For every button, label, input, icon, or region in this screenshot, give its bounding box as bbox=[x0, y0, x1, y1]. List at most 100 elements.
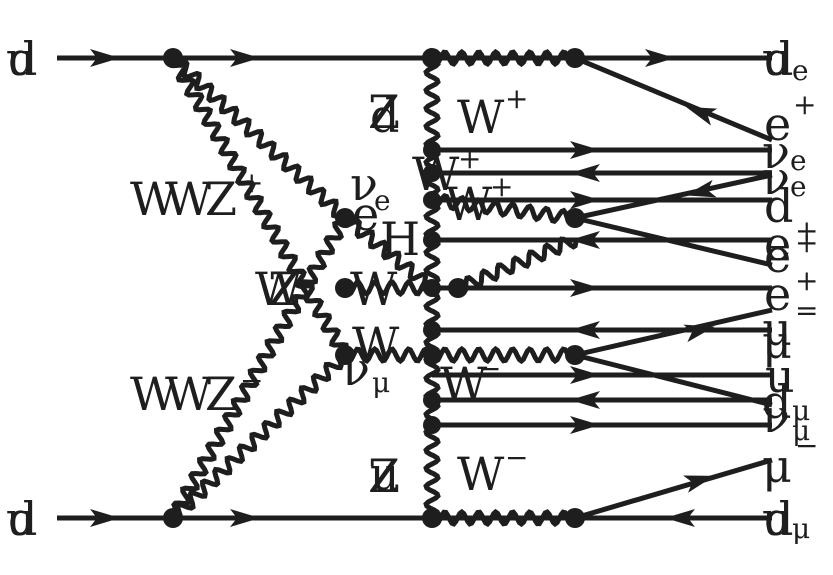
vertex-center bbox=[335, 278, 355, 298]
arrow-right-row-8 bbox=[570, 416, 600, 434]
vertex-top-center bbox=[422, 48, 442, 68]
vertex-nu-mu bbox=[335, 345, 355, 365]
label-w-top-right: W bbox=[457, 90, 505, 144]
label-out-8: e bbox=[764, 267, 791, 321]
label-left-boson-bottom-sup: − bbox=[240, 364, 263, 397]
label-left-boson-top-c: Z bbox=[205, 172, 237, 226]
label-out-5-sup: + bbox=[795, 214, 818, 247]
label-w-3-sup: + bbox=[490, 170, 513, 203]
left-boson-bottom-2 bbox=[172, 349, 345, 523]
label-left-boson-mid-a: W bbox=[255, 262, 303, 316]
labels: u d u d W W Z + W Z W W Z − ν e e W W ν … bbox=[6, 32, 818, 546]
boson-w-top-right bbox=[429, 48, 577, 68]
boson-center-2 bbox=[342, 278, 435, 298]
label-w-bottom-right-sup: − bbox=[505, 441, 528, 474]
label-w-2: W bbox=[412, 147, 460, 201]
label-incoming-top-b: d bbox=[8, 32, 37, 86]
label-out-9: μ bbox=[762, 302, 792, 356]
label-out-14-sup: − bbox=[795, 429, 818, 462]
boson-center-1 bbox=[341, 217, 435, 293]
vertex-top-left bbox=[163, 48, 183, 68]
vertex-vertical-5 bbox=[423, 321, 441, 339]
vertex-vertical-0 bbox=[423, 141, 441, 159]
label-w-4: W bbox=[440, 357, 488, 411]
fermion-decay-low-up bbox=[574, 307, 773, 358]
label-out-13-sub: μ bbox=[792, 414, 810, 447]
label-out-12: d bbox=[762, 375, 791, 429]
vertex-decay-top bbox=[565, 48, 585, 68]
boson-w-plus-mid bbox=[429, 192, 577, 227]
vertex-vertical-6 bbox=[423, 346, 441, 364]
label-e-mid: e bbox=[352, 187, 379, 241]
label-out-15-sub: μ bbox=[792, 512, 810, 545]
fermion-decay-top bbox=[574, 55, 773, 143]
label-out-6-sup: + bbox=[795, 226, 818, 259]
label-out-13: ν bbox=[762, 389, 790, 443]
arrow-decay-mid-up bbox=[685, 179, 717, 198]
label-nu-e-sub: e bbox=[374, 184, 391, 217]
label-left-boson-bottom-a: W bbox=[130, 367, 178, 421]
arrow-right-row-6 bbox=[570, 366, 600, 384]
fermion-decay-mid-down bbox=[574, 215, 773, 268]
label-out-7-sup: + bbox=[795, 264, 818, 297]
left-boson-top-2 bbox=[166, 56, 349, 359]
vertex-nu-e bbox=[335, 208, 355, 228]
label-out-3: ν bbox=[762, 125, 790, 179]
label-left-boson-bottom-b: W bbox=[165, 367, 213, 421]
label-nu-mu: ν bbox=[342, 342, 370, 396]
label-left-boson-top-b: W bbox=[165, 172, 213, 226]
label-out-6: e bbox=[764, 217, 791, 271]
vertex-vertical-1 bbox=[423, 164, 441, 182]
vertex-bottom-left bbox=[163, 508, 183, 528]
label-left-boson-top-a: W bbox=[130, 172, 178, 226]
label-w-lower: W bbox=[352, 317, 400, 371]
label-vertical-top-a: Z bbox=[368, 85, 400, 139]
vertex-vertical-4 bbox=[423, 279, 441, 297]
label-out-12-sub: μ bbox=[792, 394, 810, 427]
boson-center-3 bbox=[342, 345, 435, 365]
label-nu-e: ν bbox=[350, 157, 378, 211]
label-vertical-bottom-a: u bbox=[370, 447, 400, 501]
vertex-vertical-8 bbox=[423, 416, 441, 434]
label-w-2-sup: + bbox=[458, 142, 481, 175]
arrow-right-row-2 bbox=[570, 191, 600, 209]
label-out-10: μ bbox=[762, 315, 792, 369]
fermion-decay-mid-up bbox=[574, 172, 773, 221]
label-w-3: W bbox=[445, 177, 493, 231]
label-out-1-sub: e bbox=[792, 54, 809, 87]
vertex-vertical-3 bbox=[423, 231, 441, 249]
arrow-bottom-in bbox=[90, 509, 120, 527]
label-out-1a: u bbox=[762, 32, 792, 86]
left-boson-top-1 bbox=[169, 57, 351, 219]
arrow-decay-low-up bbox=[683, 324, 715, 343]
label-out-2-sup: + bbox=[793, 88, 816, 121]
vertex-vertical-2 bbox=[423, 191, 441, 209]
label-incoming-top-a: u bbox=[6, 32, 36, 86]
arrow-top-mid bbox=[230, 49, 260, 67]
vertex-vertical-7 bbox=[423, 391, 441, 409]
label-out-3-sub: e bbox=[790, 144, 807, 177]
arrow-right-row-3 bbox=[570, 231, 600, 249]
arrow-right-row-1 bbox=[570, 164, 600, 182]
label-left-boson-bottom-c: Z bbox=[205, 367, 237, 421]
label-w-center: W bbox=[350, 262, 398, 316]
fermion-decay-low-down bbox=[574, 352, 773, 408]
arrow-bottom-out bbox=[665, 509, 695, 527]
label-w-bottom-right: W bbox=[457, 447, 505, 501]
label-out-15a: u bbox=[762, 492, 792, 546]
label-nu-mu-sub: μ bbox=[372, 366, 390, 399]
label-out-14: μ bbox=[762, 439, 792, 493]
label-out-4: ν bbox=[762, 151, 790, 205]
vertex-decay-low bbox=[565, 345, 585, 365]
label-left-boson-top-sup: + bbox=[240, 166, 263, 199]
boson-w-bottom-right bbox=[429, 508, 577, 528]
label-w-4-sup: − bbox=[478, 352, 501, 385]
label-vertical-bottom-b: Z bbox=[368, 449, 400, 503]
vertex-decay-bottom bbox=[565, 508, 585, 528]
label-out-4-sub: e bbox=[790, 170, 807, 203]
vertex-decay-mid bbox=[565, 208, 585, 228]
arrow-top-out bbox=[645, 49, 675, 67]
arrow-decay-bottom bbox=[683, 475, 715, 493]
label-incoming-bottom-b: d bbox=[8, 492, 37, 546]
